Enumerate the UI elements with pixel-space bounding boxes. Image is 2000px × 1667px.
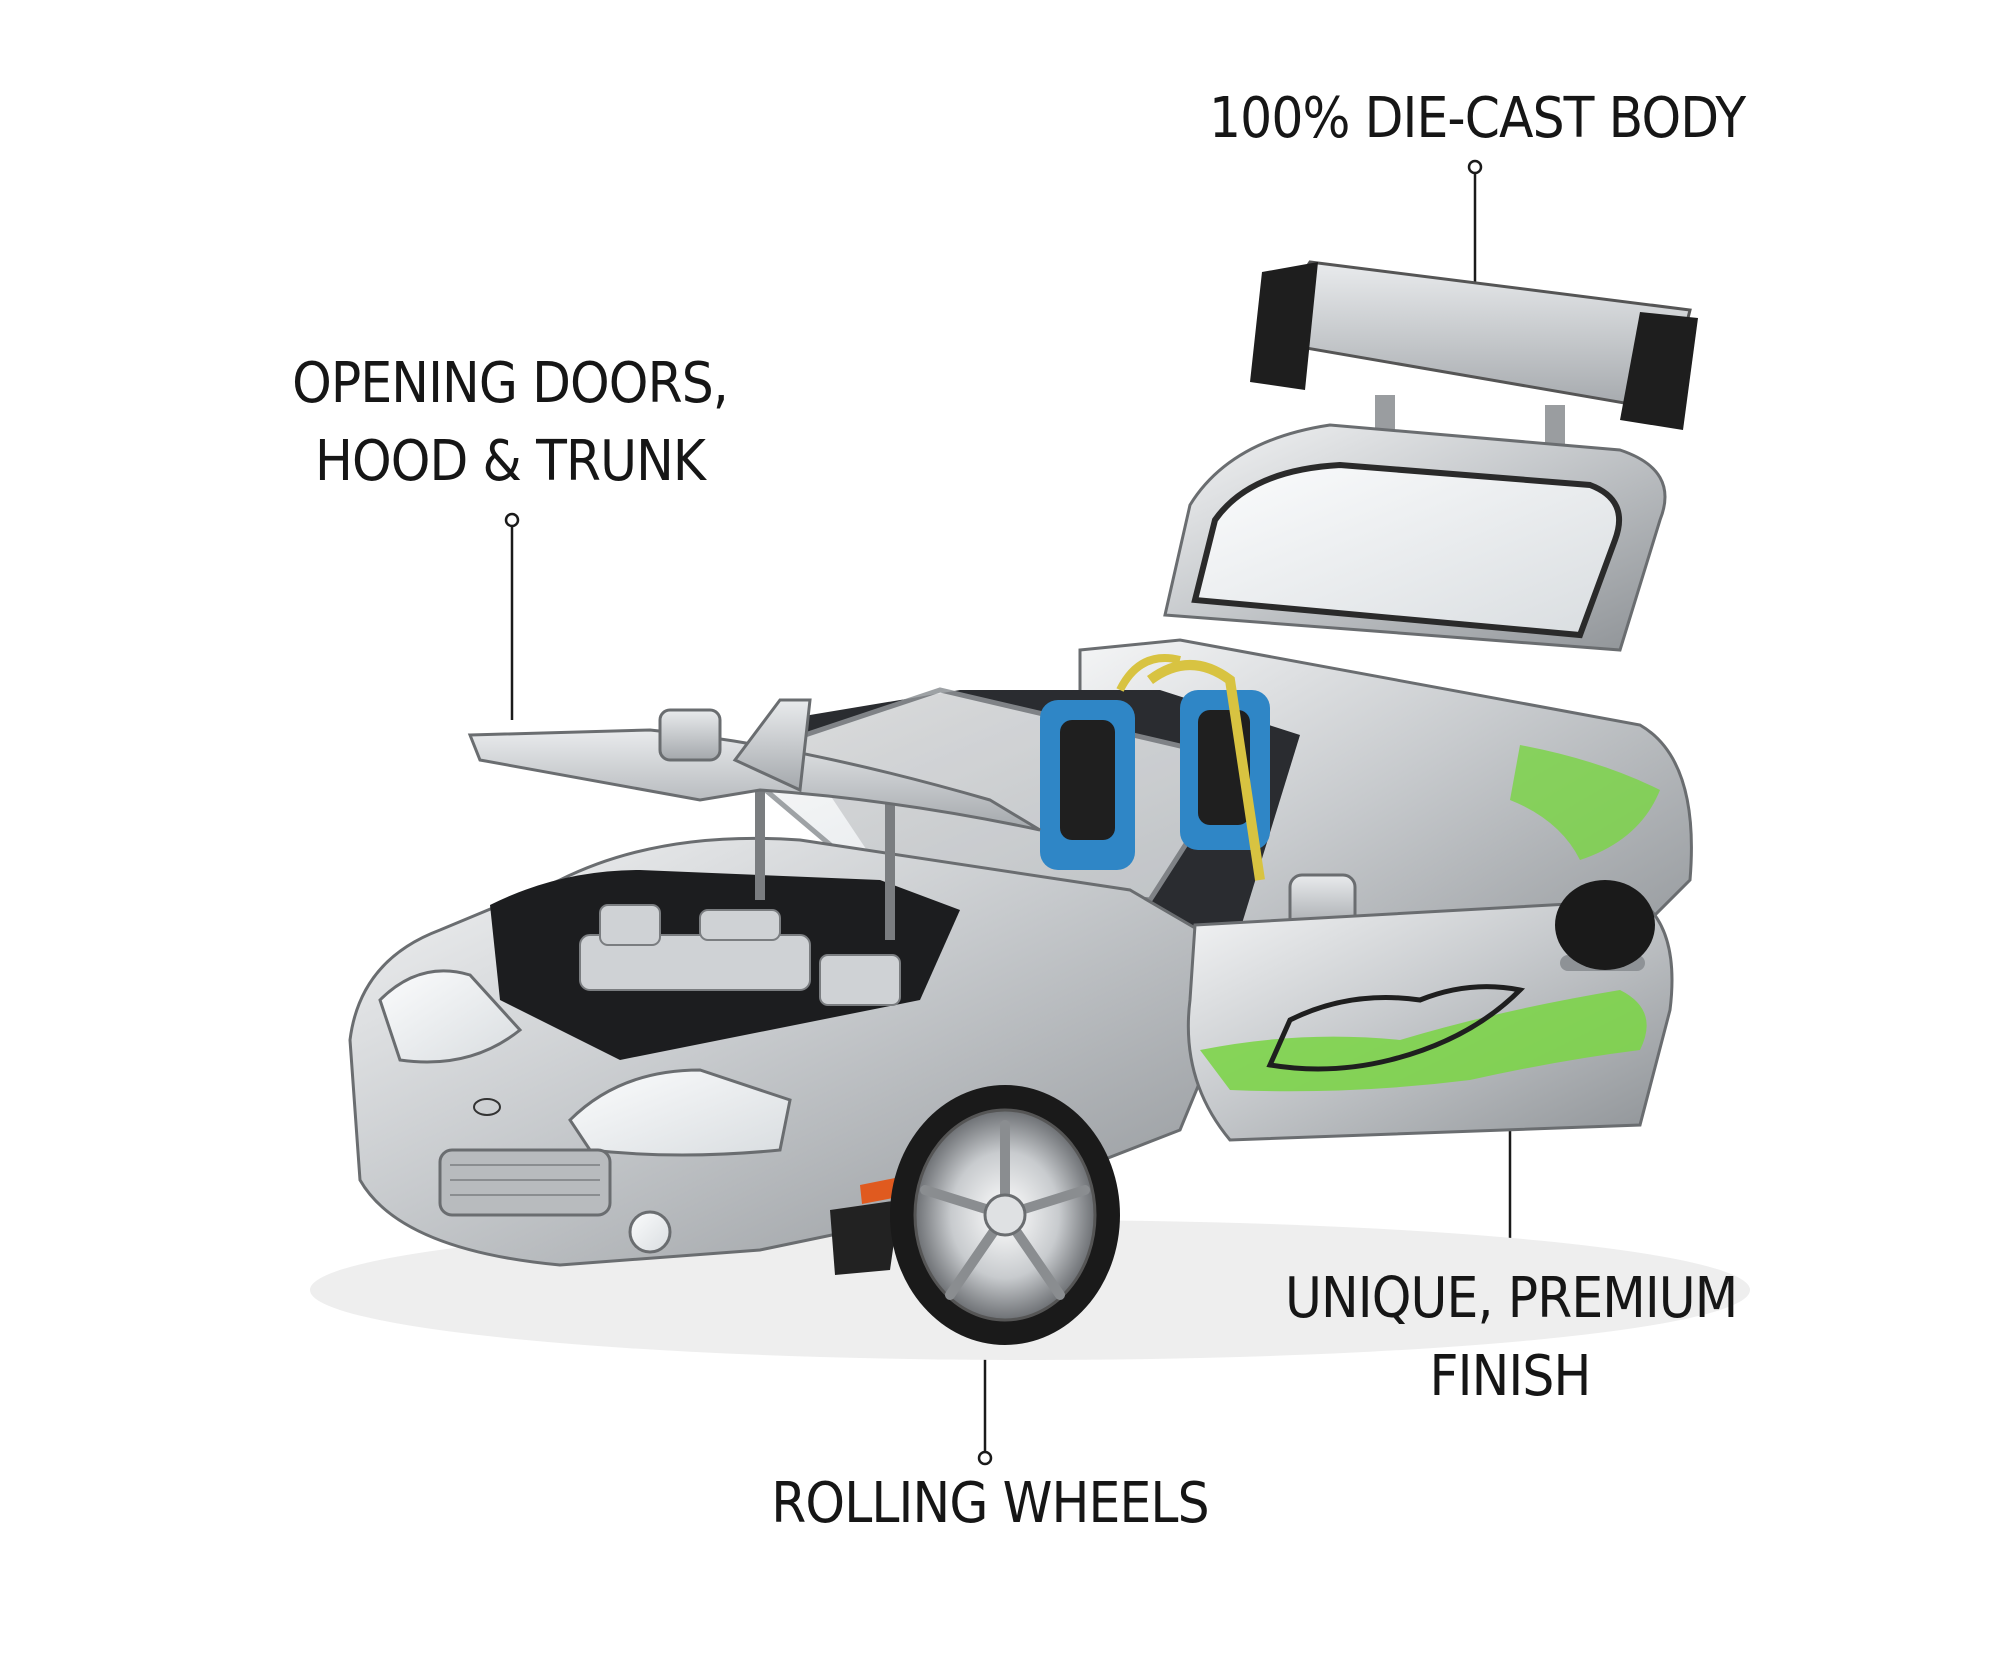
callout-premium-finish: UNIQUE, PREMIUM FINISH xyxy=(1285,1260,1738,1416)
callout-die-cast-body: 100% DIE-CAST BODY xyxy=(1209,80,1746,158)
callout-finish-line1: UNIQUE, PREMIUM xyxy=(1285,1266,1738,1331)
callout-finish-line2: FINISH xyxy=(1429,1344,1592,1409)
rear-wheel xyxy=(1555,880,1655,970)
driver-door xyxy=(1186,898,1674,1142)
front-wheel xyxy=(890,1085,1120,1345)
callout-die-cast-line1: 100% DIE-CAST BODY xyxy=(1209,86,1746,151)
callout-rolling-wheels: ROLLING WHEELS xyxy=(765,1465,1215,1543)
callout-opening-parts: OPENING DOORS, HOOD & TRUNK xyxy=(276,345,744,501)
callout-opening-line1: OPENING DOORS, xyxy=(292,351,729,416)
callout-wheels-line1: ROLLING WHEELS xyxy=(771,1471,1209,1536)
trunk-lid xyxy=(1163,423,1667,652)
callout-opening-line2: HOOD & TRUNK xyxy=(314,429,706,494)
